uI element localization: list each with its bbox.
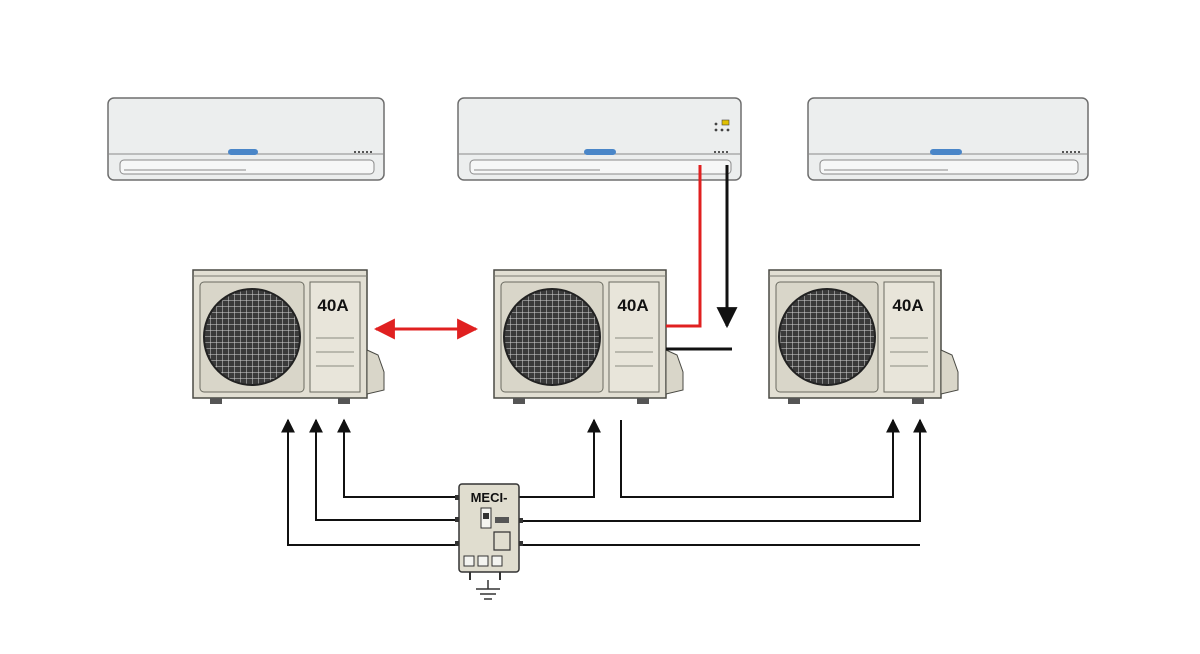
fan-grille-icon xyxy=(778,288,876,386)
feeder-wire-center-1 xyxy=(519,418,601,498)
outdoor-unit-right: 40A xyxy=(768,269,959,404)
ground-symbol-icon xyxy=(476,580,500,600)
red-wire xyxy=(666,165,702,328)
disconnect-box-label: MECI- xyxy=(471,490,508,505)
feeder-wire-left-2 xyxy=(309,418,458,521)
indoor-unit-right xyxy=(807,97,1089,181)
disconnect-box: MECI- xyxy=(455,483,523,580)
indoor-unit-center xyxy=(457,97,742,181)
feeder-wire-center-2 xyxy=(620,418,900,498)
feeder-wire-left-3 xyxy=(337,418,458,498)
feeder-wire-right-1 xyxy=(519,418,927,522)
control-display-icon xyxy=(714,119,730,132)
fan-grille-icon xyxy=(503,288,601,386)
feeder-wires xyxy=(281,418,927,546)
rating-label: 40A xyxy=(317,296,348,315)
rating-label: 40A xyxy=(892,296,923,315)
rating-label: 40A xyxy=(617,296,648,315)
feeder-wire-left-1 xyxy=(281,418,458,546)
indicator-light-icon xyxy=(584,149,616,155)
indicator-light-icon xyxy=(228,149,258,155)
breaker-switch-icon xyxy=(480,507,509,529)
indicator-light-icon xyxy=(930,149,962,155)
outdoor-unit-left: 40A xyxy=(192,269,385,404)
fan-grille-icon xyxy=(203,288,301,386)
indoor-unit-left xyxy=(107,97,385,181)
outdoor-unit-center: 40A xyxy=(493,269,684,404)
